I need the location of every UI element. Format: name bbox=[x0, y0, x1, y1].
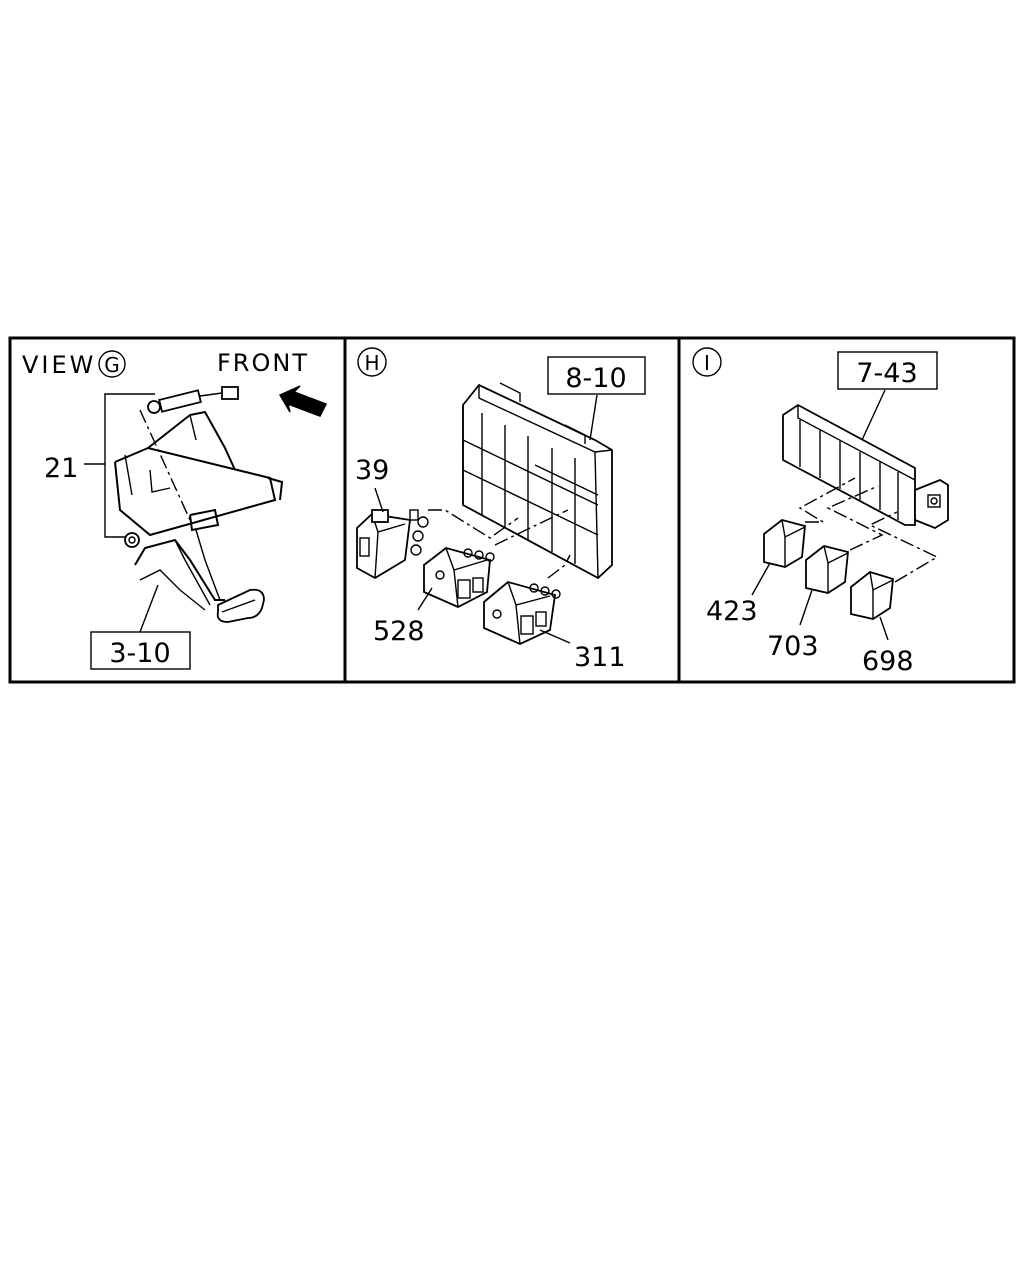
relay-311-icon bbox=[483, 581, 561, 645]
connector-plug-423-icon bbox=[763, 519, 806, 568]
ref-7-43-leader bbox=[861, 389, 886, 441]
ref-box-7-43-label: 7-43 bbox=[856, 358, 917, 389]
view-h-circle bbox=[357, 347, 387, 377]
callout-703: 703 bbox=[767, 631, 819, 662]
connector-plug-698-icon bbox=[850, 571, 894, 620]
view-h-letter: H bbox=[364, 351, 379, 375]
ref-box-8-10 bbox=[547, 356, 646, 395]
ref-3-10-leader bbox=[139, 584, 159, 633]
pedal-assembly-icon bbox=[114, 386, 284, 623]
relay-39-icon bbox=[356, 509, 429, 580]
relay-311-dash bbox=[547, 554, 571, 579]
callout-703-leader bbox=[799, 589, 813, 626]
callout-39-leader bbox=[374, 487, 384, 513]
callout-528: 528 bbox=[373, 616, 425, 647]
callout-311-leader bbox=[539, 629, 571, 644]
callout-423: 423 bbox=[706, 596, 758, 627]
ref-box-3-10 bbox=[90, 631, 191, 670]
callout-21: 21 bbox=[44, 453, 78, 484]
callout-698: 698 bbox=[862, 646, 914, 677]
relay-528-icon bbox=[423, 547, 495, 608]
view-label: VIEW bbox=[22, 351, 96, 379]
relay-block-icon bbox=[462, 382, 613, 580]
callout-423-leader bbox=[751, 562, 771, 596]
brake-switch-icon bbox=[147, 386, 239, 414]
view-i-circle bbox=[692, 347, 722, 377]
panel-view-i: I bbox=[692, 347, 949, 677]
callout-21-bracket bbox=[104, 393, 155, 538]
relay-528-dash bbox=[494, 509, 569, 546]
ref-box-3-10-label: 3-10 bbox=[109, 638, 170, 669]
view-g-circle bbox=[98, 350, 126, 378]
view-i-letter: I bbox=[704, 351, 710, 375]
callout-39: 39 bbox=[355, 455, 389, 486]
ref-8-10-leader bbox=[589, 394, 598, 441]
connector-plug-703-icon bbox=[805, 545, 849, 594]
callout-698-leader bbox=[879, 616, 889, 641]
connector-423-dash bbox=[798, 477, 856, 523]
callout-528-leader bbox=[417, 587, 433, 611]
front-label: FRONT bbox=[217, 349, 309, 377]
connector-bracket-icon bbox=[782, 403, 949, 530]
ref-box-8-10-label: 8-10 bbox=[565, 363, 626, 394]
relay-39-dash bbox=[428, 509, 519, 539]
ref-box-7-43 bbox=[837, 351, 938, 390]
callout-311: 311 bbox=[574, 642, 626, 673]
front-arrow-icon bbox=[278, 385, 328, 417]
panel-view-g: VIEW G FRONT bbox=[22, 349, 328, 670]
view-g-letter: G bbox=[104, 353, 120, 377]
diagram-frame bbox=[8, 336, 1016, 684]
panel-view-h: H bbox=[355, 347, 646, 673]
connector-698-dash bbox=[868, 511, 939, 583]
